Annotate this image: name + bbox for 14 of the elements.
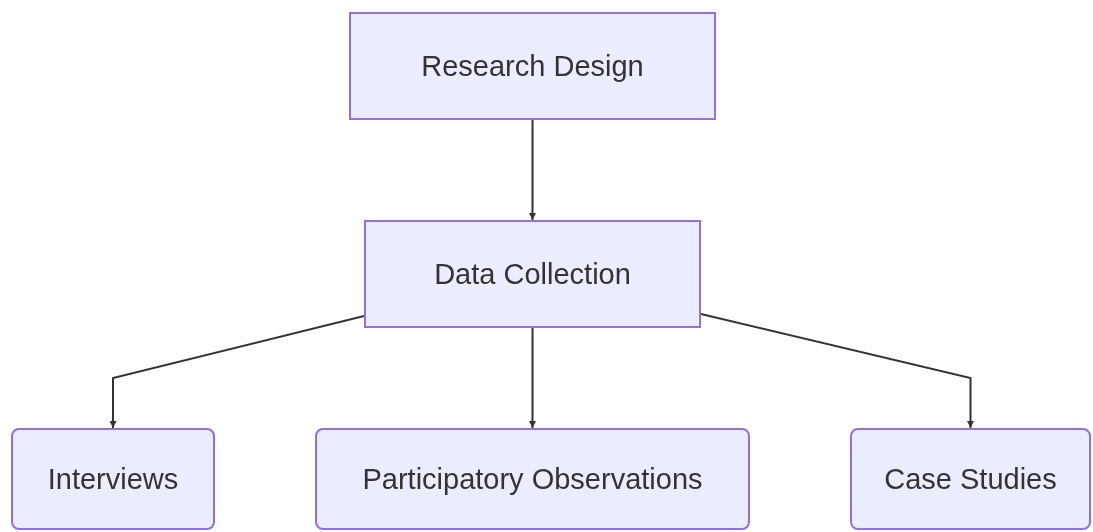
box-label: Participatory Observations (362, 462, 703, 496)
process-box (850, 428, 1091, 530)
box-label: Case Studies (884, 462, 1057, 496)
arrow (529, 327, 536, 429)
process-box (315, 428, 750, 530)
process-box (364, 220, 701, 328)
box-label: Research Design (421, 49, 644, 83)
box-label: Data Collection (434, 257, 631, 291)
arrow (529, 119, 536, 221)
arrow (700, 313, 974, 429)
box-label: Interviews (47, 462, 179, 496)
process-box (11, 428, 215, 530)
arrow (109, 315, 365, 429)
process-box (349, 12, 716, 120)
